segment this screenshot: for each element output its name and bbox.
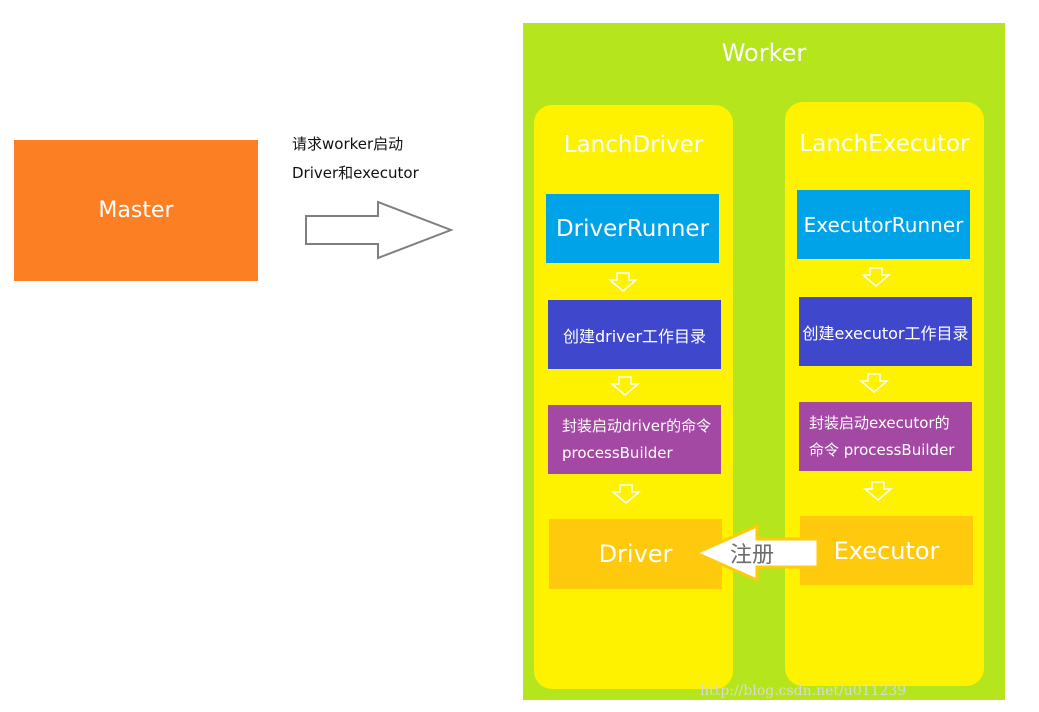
executor-runner-label: ExecutorRunner bbox=[803, 212, 964, 237]
executor-process-label: Executor bbox=[833, 536, 940, 565]
executor-create-dir-box: 创建executor工作目录 bbox=[799, 297, 972, 366]
executor-command-line-1: 封装启动executor的 bbox=[809, 414, 950, 432]
executor-create-dir-label: 创建executor工作目录 bbox=[802, 323, 969, 343]
executor-command-line-2: 命令 processBuilder bbox=[809, 441, 955, 459]
driver-runner-label: DriverRunner bbox=[555, 215, 710, 242]
driver-create-dir-label: 创建driver工作目录 bbox=[562, 326, 707, 346]
watermark: http://blog.csdn.net/u011239 bbox=[700, 683, 907, 699]
driver-runner-box: DriverRunner bbox=[546, 194, 719, 263]
worker-title: Worker bbox=[721, 39, 807, 67]
driver-create-dir-box: 创建driver工作目录 bbox=[548, 300, 721, 369]
driver-down-arrow-1-icon bbox=[607, 272, 639, 292]
driver-command-line-2: processBuilder bbox=[562, 444, 673, 462]
register-label: 注册 bbox=[730, 543, 775, 568]
request-line-1: 请求worker启动 bbox=[292, 135, 404, 153]
executor-process-box: Executor bbox=[800, 516, 973, 585]
executor-down-arrow-2-icon bbox=[858, 373, 890, 393]
request-line-2: Driver和executor bbox=[292, 164, 419, 182]
driver-process-label: Driver bbox=[598, 540, 673, 568]
register-arrow-icon bbox=[692, 523, 820, 583]
driver-command-box: 封装启动driver的命令 processBuilder bbox=[548, 405, 721, 474]
lanch-driver-title: LanchDriver bbox=[563, 132, 704, 158]
request-arrow-icon bbox=[305, 200, 454, 260]
lanch-executor-title: LanchExecutor bbox=[799, 131, 970, 157]
driver-process-box: Driver bbox=[549, 519, 722, 589]
master-box: Master bbox=[14, 140, 258, 281]
driver-down-arrow-2-icon bbox=[609, 376, 641, 396]
executor-down-arrow-3-icon bbox=[862, 481, 894, 501]
executor-down-arrow-1-icon bbox=[860, 267, 892, 287]
driver-down-arrow-3-icon bbox=[610, 484, 642, 504]
executor-runner-box: ExecutorRunner bbox=[797, 190, 970, 259]
driver-command-line-1: 封装启动driver的命令 bbox=[562, 417, 712, 435]
request-text: 请求worker启动 Driver和executor bbox=[292, 130, 419, 188]
executor-command-box: 封装启动executor的 命令 processBuilder bbox=[799, 402, 972, 471]
master-label: Master bbox=[98, 198, 174, 223]
